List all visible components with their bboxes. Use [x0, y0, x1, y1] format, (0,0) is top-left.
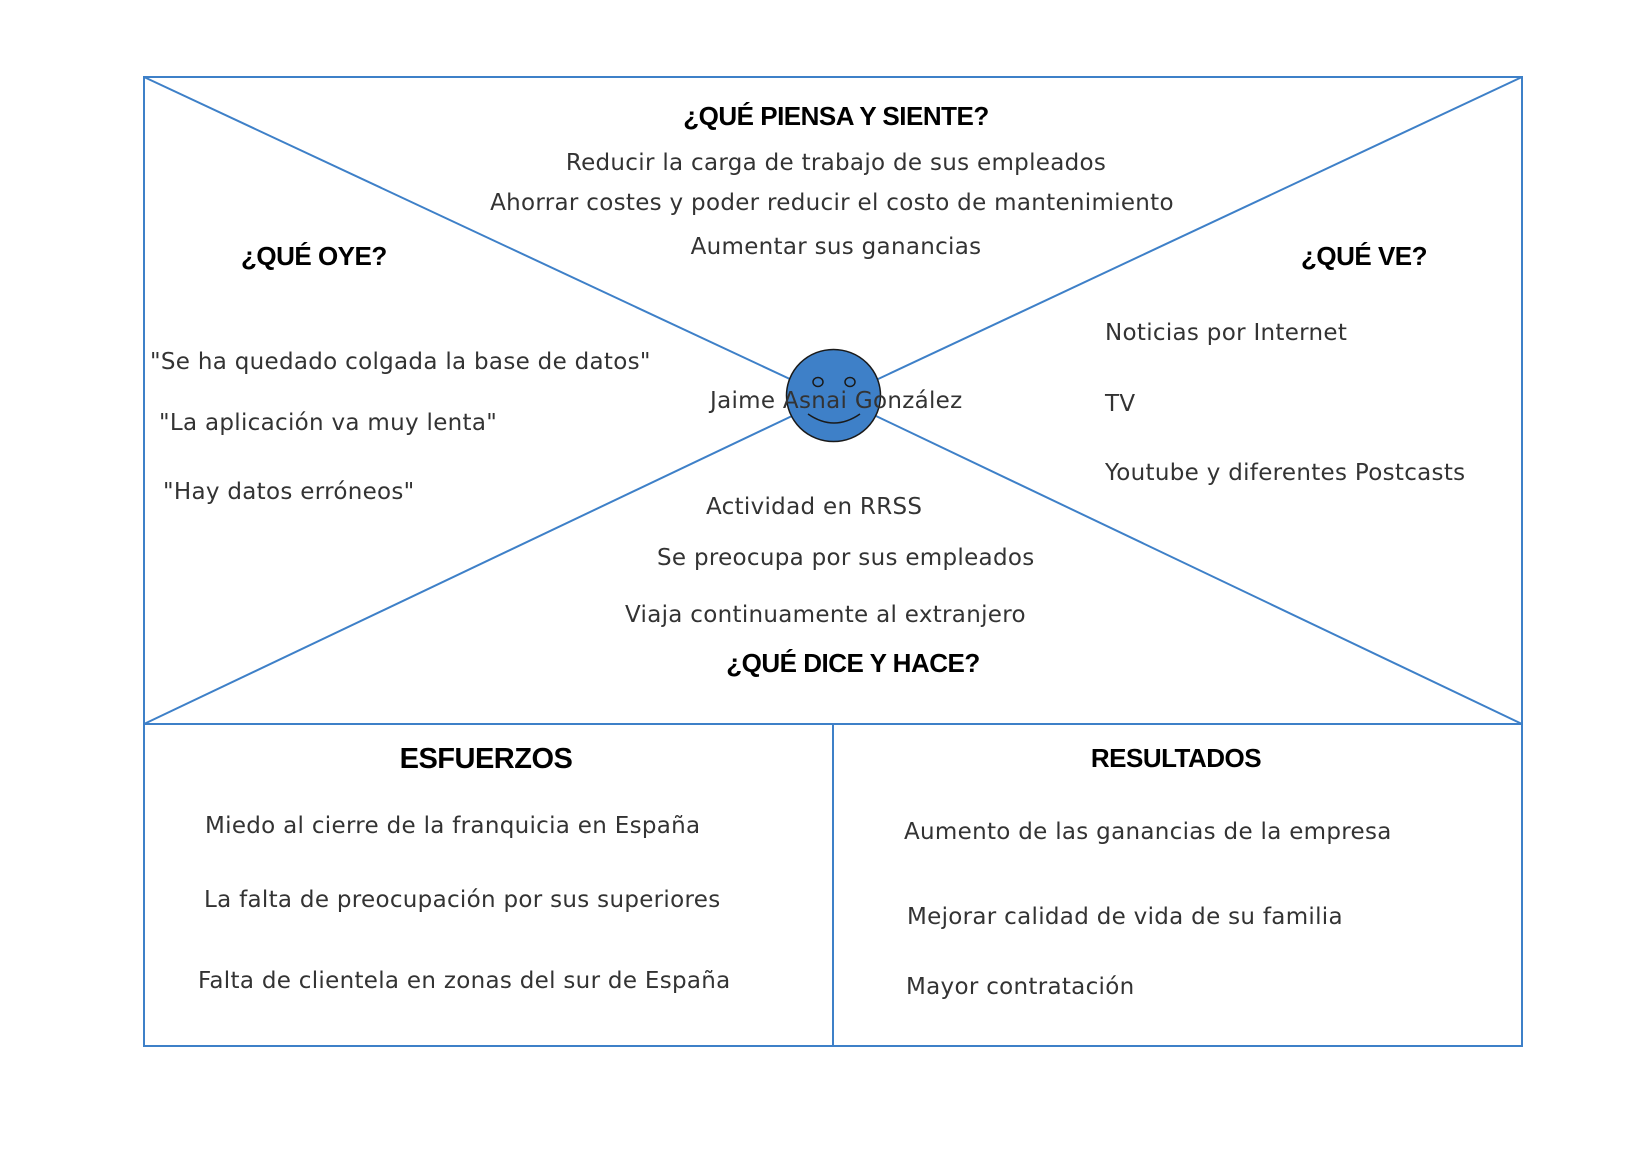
diagonal-bottom-left: [143, 415, 793, 725]
dice-hace-item: Se preocupa por sus empleados: [657, 545, 1035, 571]
heading-oye: ¿QUÉ OYE?: [241, 241, 387, 271]
resultados-item: Aumento de las ganancias de la empresa: [904, 819, 1392, 845]
oye-item: "La aplicación va muy lenta": [159, 410, 498, 436]
heading-ve: ¿QUÉ VE?: [1301, 241, 1428, 271]
oye-item: "Hay datos erróneos": [163, 479, 415, 505]
heading-resultados: RESULTADOS: [1090, 743, 1262, 773]
piensa-siente-item: Aumentar sus ganancias: [690, 234, 982, 260]
resultados-item: Mejorar calidad de vida de su familia: [907, 904, 1343, 930]
oye-item: "Se ha quedado colgada la base de datos": [150, 349, 651, 375]
dice-hace-item: Viaja continuamente al extranjero: [625, 602, 1026, 628]
heading-piensa-siente: ¿QUÉ PIENSA Y SIENTE?: [683, 101, 989, 131]
persona-name: Jaime Asnai González: [710, 388, 963, 414]
resultados-item: Mayor contratación: [906, 974, 1135, 1000]
ve-item: TV: [1105, 391, 1136, 417]
ve-item: Youtube y diferentes Postcasts: [1105, 460, 1466, 486]
piensa-siente-item: Reducir la carga de trabajo de sus emple…: [565, 150, 1107, 176]
diagonal-bottom-right: [875, 415, 1523, 725]
diagonal-top-right: [875, 76, 1523, 381]
esfuerzos-item: La falta de preocupación por sus superio…: [204, 887, 721, 913]
heading-dice-hace: ¿QUÉ DICE Y HACE?: [726, 648, 980, 678]
diagonal-top-left: [143, 76, 793, 381]
heading-esfuerzos: ESFUERZOS: [399, 743, 573, 775]
dice-hace-item: Actividad en RRSS: [706, 494, 923, 520]
smiley-face-icon: [785, 348, 882, 443]
ve-item: Noticias por Internet: [1105, 320, 1348, 346]
esfuerzos-item: Miedo al cierre de la franquicia en Espa…: [205, 813, 701, 839]
piensa-siente-item: Ahorrar costes y poder reducir el costo …: [490, 190, 1174, 216]
esfuerzos-item: Falta de clientela en zonas del sur de E…: [198, 968, 731, 994]
